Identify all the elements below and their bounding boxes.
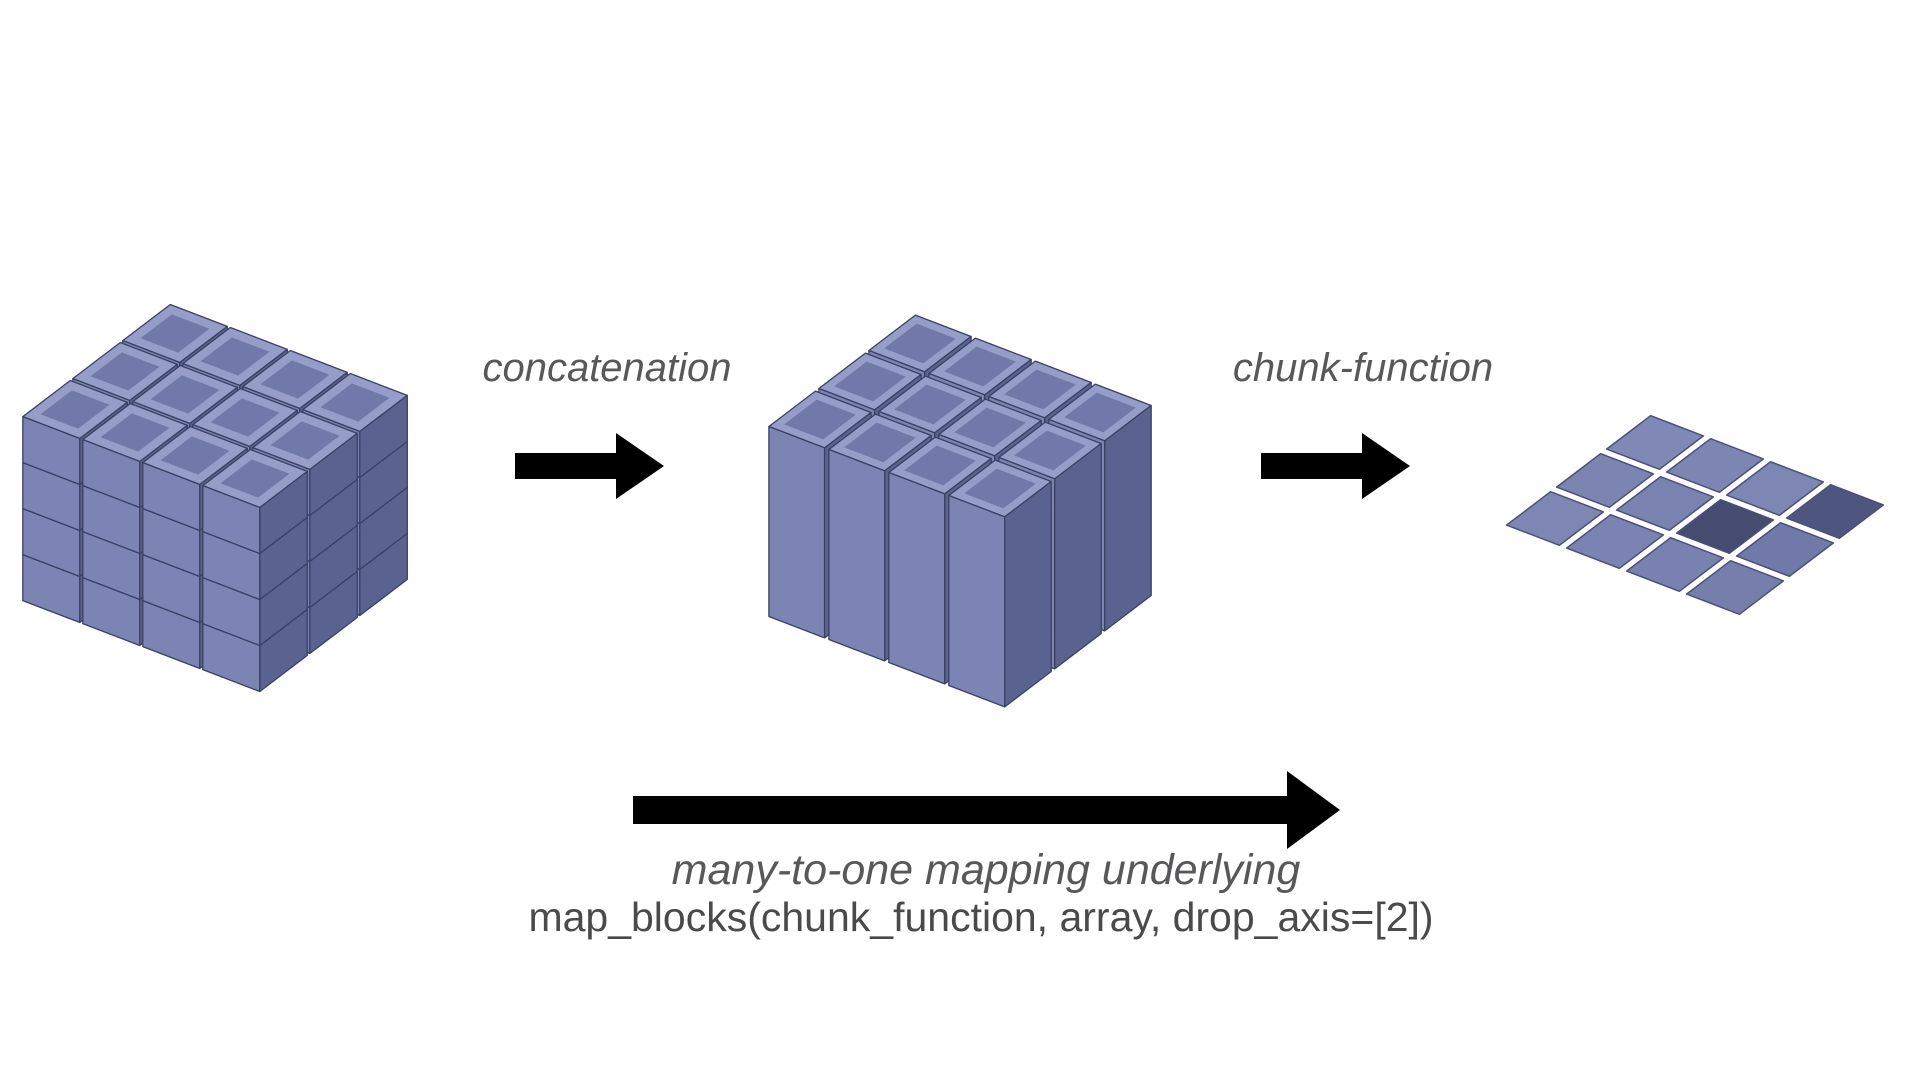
map-blocks-code-caption: map_blocks(chunk_function, array, drop_a… xyxy=(528,894,1434,940)
concatenation-label: concatenation xyxy=(482,346,732,390)
chunk-function-arrow xyxy=(1261,433,1410,499)
source-cube-figure xyxy=(22,303,408,693)
map-blocks-arrow xyxy=(633,771,1340,849)
result-grid-figure xyxy=(1505,414,1885,616)
mapping-caption-line1: many-to-one mapping underlying xyxy=(671,846,1301,894)
concatenation-arrow xyxy=(515,433,664,499)
chunk-function-label: chunk-function xyxy=(1232,346,1494,390)
concatenated-columns-figure xyxy=(768,314,1152,708)
